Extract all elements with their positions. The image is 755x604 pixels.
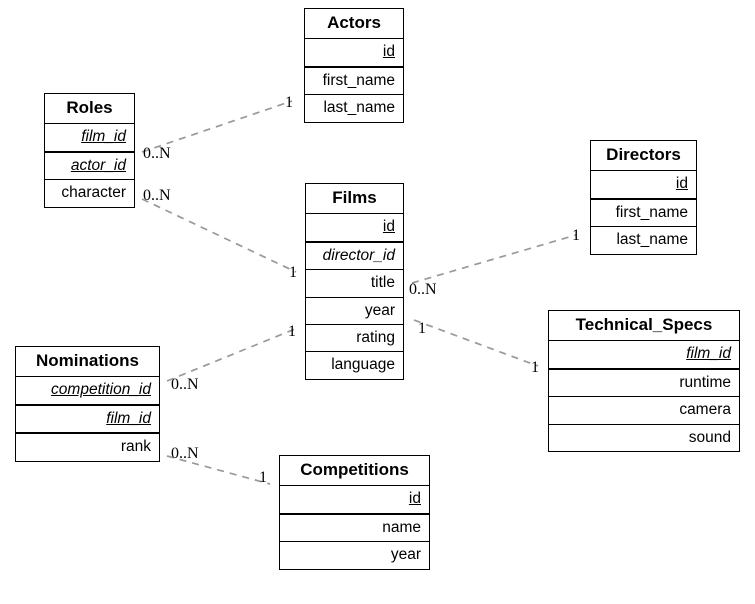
attribute-label: actor_id bbox=[70, 156, 126, 174]
attribute-label: id bbox=[382, 43, 395, 61]
attribute-label: first_name bbox=[615, 203, 688, 221]
entity-technical-specs[interactable]: Technical_Specs film_id runtime camera s… bbox=[548, 310, 740, 452]
attribute-label: film_id bbox=[81, 128, 126, 146]
attribute-row: first_name bbox=[591, 198, 696, 228]
attribute-label: id bbox=[382, 218, 395, 236]
attribute-row: language bbox=[306, 352, 403, 378]
attribute-label: id bbox=[408, 490, 421, 508]
attribute-row: last_name bbox=[305, 95, 403, 121]
cardinality-films-directors-to: 1 bbox=[572, 227, 580, 244]
attribute-label: first_name bbox=[322, 71, 395, 89]
attribute-row: sound bbox=[549, 425, 739, 451]
attribute-row: rank bbox=[16, 433, 159, 460]
attribute-label: character bbox=[61, 184, 126, 202]
attribute-row: last_name bbox=[591, 227, 696, 253]
attribute-label: last_name bbox=[323, 99, 395, 117]
attribute-row: year bbox=[306, 298, 403, 325]
entity-title-technical-specs: Technical_Specs bbox=[549, 311, 739, 342]
attribute-label: sound bbox=[688, 428, 731, 446]
attribute-row: camera bbox=[549, 397, 739, 425]
cardinality-nominations-films-from: 0..N bbox=[171, 376, 199, 393]
cardinality-nominations-films-to: 1 bbox=[288, 323, 296, 340]
attribute-label: camera bbox=[679, 401, 731, 419]
entity-title-directors: Directors bbox=[591, 141, 696, 172]
attribute-row: year bbox=[280, 542, 429, 568]
attribute-row: id bbox=[591, 171, 696, 199]
cardinality-nominations-competitions-from: 0..N bbox=[171, 445, 199, 462]
attribute-label: rank bbox=[120, 438, 151, 456]
edge-films-directors bbox=[411, 234, 577, 284]
attribute-label: film_id bbox=[686, 345, 731, 363]
entity-title-roles: Roles bbox=[45, 94, 134, 125]
entity-actors[interactable]: Actors id first_name last_name bbox=[304, 8, 404, 123]
attribute-row: id bbox=[305, 39, 403, 67]
edge-roles-films bbox=[141, 198, 297, 273]
attribute-row: film_id bbox=[45, 124, 134, 152]
cardinality-films-technical-specs-to: 1 bbox=[531, 359, 539, 376]
attribute-row: film_id bbox=[549, 341, 739, 369]
attribute-label: year bbox=[390, 546, 421, 564]
cardinality-films-directors-from: 0..N bbox=[409, 281, 437, 298]
attribute-label: name bbox=[382, 518, 421, 536]
edge-films-technical-specs bbox=[413, 319, 539, 367]
attribute-row: runtime bbox=[549, 368, 739, 398]
attribute-row: title bbox=[306, 270, 403, 298]
entity-title-films: Films bbox=[306, 184, 403, 215]
attribute-label: director_id bbox=[322, 246, 395, 264]
attribute-row: id bbox=[280, 486, 429, 514]
attribute-row: film_id bbox=[16, 404, 159, 434]
attribute-label: film_id bbox=[106, 409, 151, 427]
entity-directors[interactable]: Directors id first_name last_name bbox=[590, 140, 697, 255]
attribute-row: competition_id bbox=[16, 377, 159, 405]
attribute-label: competition_id bbox=[51, 381, 151, 399]
attribute-label: title bbox=[370, 274, 395, 292]
cardinality-roles-actors-to: 1 bbox=[285, 94, 293, 111]
attribute-label: rating bbox=[356, 328, 395, 346]
entity-title-nominations: Nominations bbox=[16, 347, 159, 378]
attribute-row: actor_id bbox=[45, 151, 134, 181]
cardinality-nominations-competitions-to: 1 bbox=[259, 469, 267, 486]
cardinality-roles-films-to: 1 bbox=[289, 264, 297, 281]
attribute-row: id bbox=[306, 214, 403, 242]
entity-title-actors: Actors bbox=[305, 9, 403, 40]
attribute-label: id bbox=[675, 175, 688, 193]
attribute-label: runtime bbox=[679, 373, 731, 391]
attribute-row: character bbox=[45, 180, 134, 206]
entity-nominations[interactable]: Nominations competition_id film_id rank bbox=[15, 346, 160, 462]
attribute-row: name bbox=[280, 513, 429, 543]
entity-films[interactable]: Films id director_id title year rating l… bbox=[305, 183, 404, 380]
attribute-label: last_name bbox=[616, 231, 688, 249]
attribute-label: year bbox=[364, 301, 395, 319]
attribute-label: language bbox=[331, 356, 395, 374]
entity-roles[interactable]: Roles film_id actor_id character bbox=[44, 93, 135, 208]
cardinality-films-technical-specs-from: 1 bbox=[418, 320, 426, 337]
attribute-row: first_name bbox=[305, 66, 403, 96]
edge-nominations-films bbox=[166, 328, 296, 382]
cardinality-roles-films-from: 0..N bbox=[143, 187, 171, 204]
entity-title-competitions: Competitions bbox=[280, 456, 429, 487]
attribute-row: rating bbox=[306, 325, 403, 353]
entity-competitions[interactable]: Competitions id name year bbox=[279, 455, 430, 570]
attribute-row: director_id bbox=[306, 241, 403, 271]
cardinality-roles-actors-from: 0..N bbox=[143, 145, 171, 162]
